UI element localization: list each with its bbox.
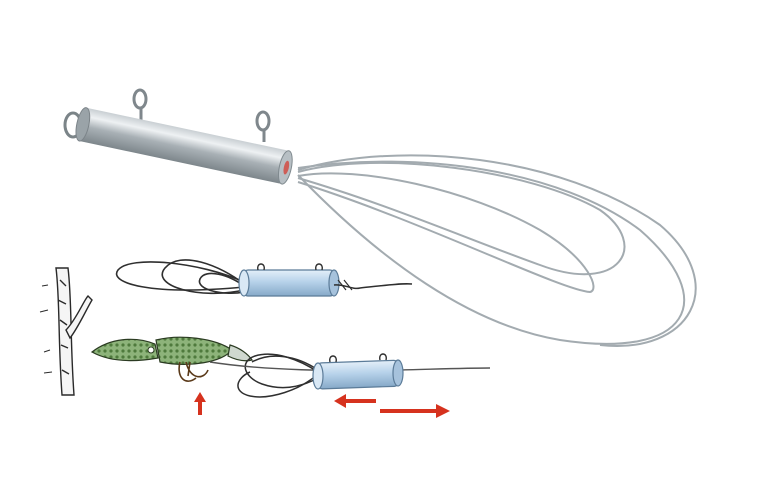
top-eyelet-left <box>132 88 148 120</box>
right-arrow-icon <box>380 404 450 418</box>
retriever-diagram-top <box>115 259 413 297</box>
retriever-diagram-bottom <box>209 353 491 398</box>
top-eyelet-right <box>255 110 271 142</box>
wire-loops <box>297 154 697 347</box>
lure-retriever-tube <box>63 88 293 185</box>
left-arrow-icon <box>334 394 376 408</box>
branch <box>39 267 93 396</box>
fishing-lure <box>90 336 253 382</box>
up-arrow-icon <box>194 392 206 415</box>
